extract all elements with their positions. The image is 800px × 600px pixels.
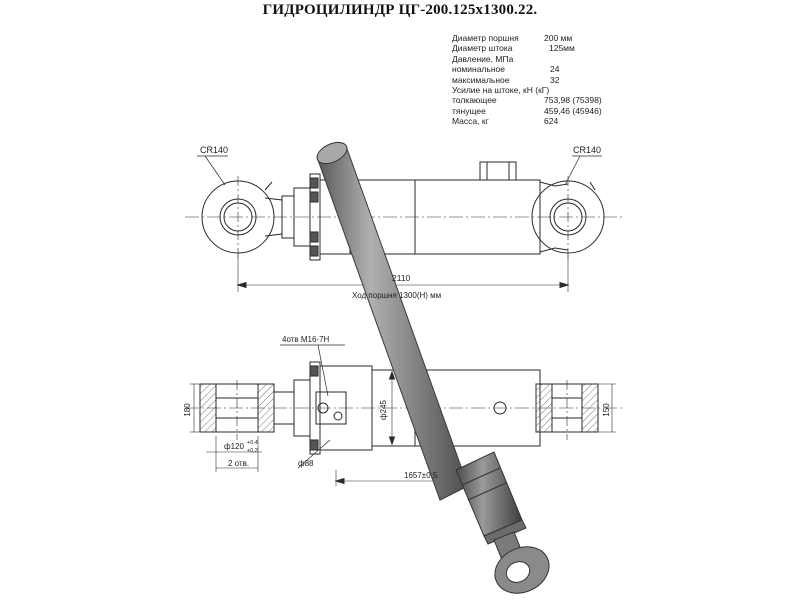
spec-value: 624 (544, 116, 559, 127)
spec-label: Давление, МПа (452, 53, 514, 64)
center-distance-label: 1657±0,5 (404, 471, 438, 480)
bore-diameter-label: ф245 (379, 399, 388, 419)
spec-label: Масса, кг (452, 116, 489, 127)
spec-label: номинальное (452, 64, 505, 75)
top-view (185, 155, 625, 292)
spec-value: 200 мм (544, 33, 573, 43)
spec-value: 459,46 (45946) (544, 105, 602, 116)
spec-value: 24 (550, 64, 560, 75)
stroke-label: Ход поршня 1300(Н) мм (352, 291, 441, 300)
pin-diameter-label: ф120 (224, 442, 244, 451)
holes-label: 2 отв. (228, 459, 249, 468)
spec-value: 32 (550, 74, 560, 85)
overall-length-label: 2110 (392, 273, 411, 283)
spec-label: Диаметр штока (452, 43, 513, 54)
spec-label: тянущее (452, 105, 486, 116)
spec-value: 753,98 (75398) (544, 95, 602, 106)
ports-label: 4отв М16-7Н (282, 335, 330, 344)
spec-label: Диаметр поршня (452, 33, 519, 43)
spec-label: максимальное (452, 74, 510, 85)
sr-left-label: СR140 (200, 145, 228, 155)
rod-diameter-label: ф88 (298, 459, 314, 468)
right-width-label: 150 (602, 403, 611, 417)
rod-assembly (316, 141, 550, 594)
pin-tolerance-lower: +0,2 (247, 448, 258, 454)
spec-value: 125мм (549, 43, 575, 54)
spec-label: Усилие на штоке, кН (кГ) (452, 84, 550, 95)
pin-tolerance-upper: +0,4 (247, 440, 258, 446)
sr-right-label: СR140 (573, 145, 601, 155)
spec-label: толкающее (452, 95, 497, 106)
left-width-label: 180 (183, 403, 192, 417)
side-view (185, 344, 625, 486)
drawing-title: ГИДРОЦИЛИНДР ЦГ-200.125х1300.22. (262, 2, 538, 18)
